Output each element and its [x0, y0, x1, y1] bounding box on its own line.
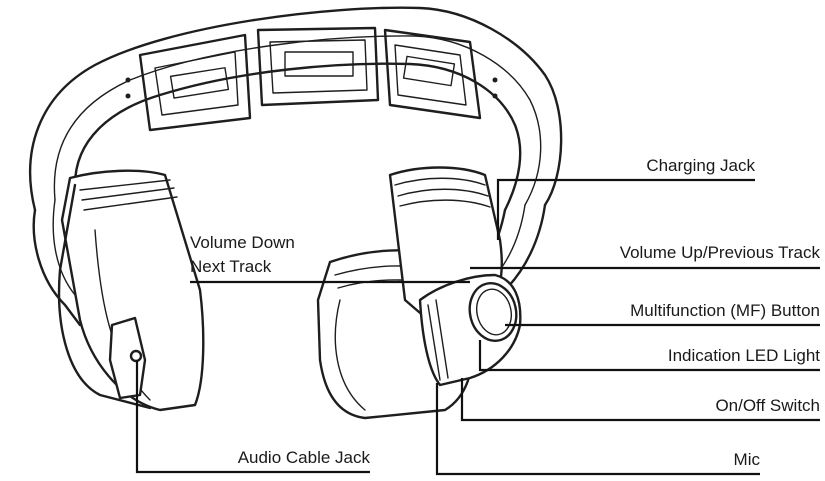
label-volume-up-previous-track: Volume Up/Previous Track [620, 243, 821, 262]
label-mic: Mic [734, 450, 761, 469]
label-next-track: Next Track [190, 257, 272, 276]
label-audio-cable-jack: Audio Cable Jack [238, 448, 371, 467]
label-indication-led: Indication LED Light [668, 346, 820, 365]
callout-labels: Charging Jack Volume Down Next Track Vol… [190, 156, 820, 469]
left-ear-cup [57, 169, 205, 412]
right-ear-cup [316, 166, 522, 420]
label-volume-down: Volume Down [190, 233, 295, 252]
label-multifunction-button: Multifunction (MF) Button [630, 301, 820, 320]
leader-lines [135, 178, 820, 476]
label-charging-jack: Charging Jack [646, 156, 755, 175]
label-on-off-switch: On/Off Switch [715, 396, 820, 415]
headband-pads [125, 26, 498, 132]
